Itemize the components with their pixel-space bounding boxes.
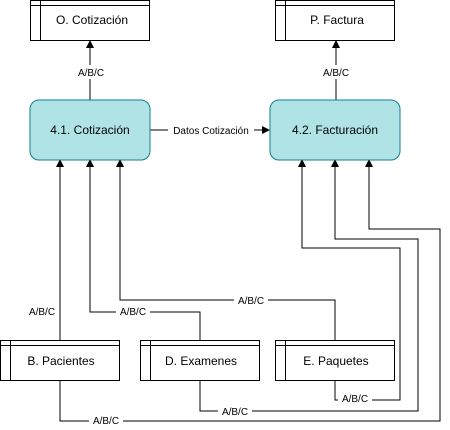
store-p-factura[interactable]: P. Factura — [275, 0, 395, 41]
flow-paquetes-to-cotizacion — [116, 159, 336, 340]
flow-label-examenes-to-facturacion: A/B/C — [222, 407, 248, 418]
flow-label-paquetes-to-facturacion: A/B/C — [342, 394, 368, 405]
store-b-pacientes[interactable]: B. Pacientes — [0, 340, 120, 381]
store-e-paquetes-label: E. Paquetes — [303, 354, 368, 368]
store-e-paquetes[interactable]: E. Paquetes — [275, 340, 395, 381]
flow-label-examenes-to-cotizacion: A/B/C — [120, 307, 146, 318]
process-facturacion-label: 4.2. Facturación — [292, 123, 378, 137]
store-p-factura-label: P. Factura — [310, 13, 364, 27]
process-cotizacion[interactable]: 4.1. Cotización — [29, 99, 151, 161]
flow-label-pacientes-to-facturacion: A/B/C — [93, 416, 119, 427]
flow-label-cotizacion-to-o: A/B/C — [78, 68, 104, 79]
flow-label-datos-cotizacion: Datos Cotización — [173, 126, 249, 137]
flow-paquetes-to-facturacion — [298, 159, 401, 401]
process-cotizacion-label: 4.1. Cotización — [50, 123, 129, 137]
store-o-cotizacion-label: O. Cotización — [56, 13, 128, 27]
flow-label-facturacion-to-p: A/B/C — [323, 68, 349, 79]
store-d-examenes[interactable]: D. Examenes — [140, 340, 260, 381]
store-d-examenes-label: D. Examenes — [165, 354, 237, 368]
flow-pacientes-to-facturacion — [59, 159, 441, 422]
process-facturacion[interactable]: 4.2. Facturación — [269, 99, 401, 161]
flow-label-pacientes-to-cotizacion: A/B/C — [29, 307, 55, 318]
store-b-pacientes-label: B. Pacientes — [27, 354, 94, 368]
flow-label-paquetes-to-cotizacion: A/B/C — [238, 296, 264, 307]
flow-examenes-to-facturacion — [199, 159, 419, 412]
store-o-cotizacion[interactable]: O. Cotización — [30, 0, 150, 41]
